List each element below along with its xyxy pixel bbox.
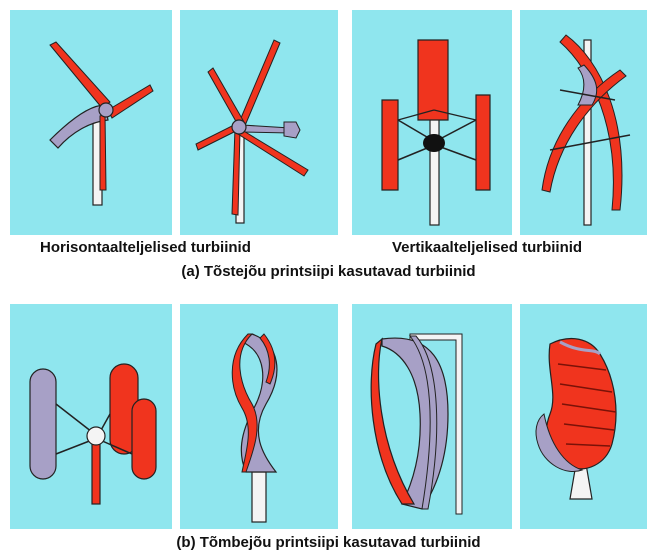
horizontal-3-blade-turbine-icon: [10, 10, 172, 235]
vertical-helical-darrieus-turbine-icon: [520, 10, 647, 235]
panel-horizontal-multi-blade: [180, 10, 338, 235]
twisted-savonius-turbine-icon: [180, 304, 338, 529]
horizontal-multi-blade-turbine-icon: [180, 10, 338, 235]
helical-sail-turbine-icon: [520, 304, 647, 529]
caption-drag-turbines: (b) Tõmbejõu printsiipi kasutavad turbii…: [0, 534, 657, 551]
panel-vertical-h-rotor: [352, 10, 512, 235]
panel-twisted-savonius: [180, 304, 338, 529]
panel-horizontal-3-blade: [10, 10, 172, 235]
caption-vertical-turbines: Vertikaalteljelised turbiinid: [392, 239, 582, 256]
panel-vertical-scoop: [352, 304, 512, 529]
panel-helical-sail: [520, 304, 647, 529]
savonius-cup-turbine-icon: [10, 304, 172, 529]
vertical-h-rotor-turbine-icon: [352, 10, 512, 235]
panel-vertical-helical-darrieus: [520, 10, 647, 235]
caption-horizontal-turbines: Horisontaalteljelised turbiinid: [40, 239, 251, 256]
caption-lift-turbines: (a) Tõstejõu printsiipi kasutavad turbii…: [0, 263, 657, 280]
panel-savonius-cup: [10, 304, 172, 529]
vertical-scoop-turbine-icon: [352, 304, 512, 529]
